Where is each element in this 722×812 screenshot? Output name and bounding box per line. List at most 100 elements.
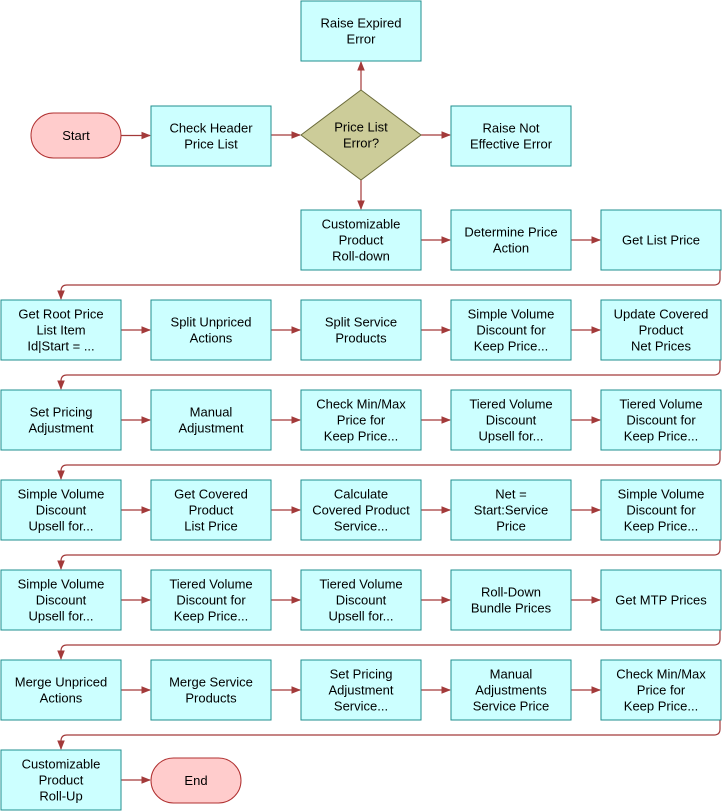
flow-node-set-adj-service: Set PricingAdjustmentService... [300, 659, 422, 721]
node-label-line: Adjustment [178, 421, 243, 436]
node-label-line: Product [39, 773, 84, 788]
flow-node-end: End [150, 757, 242, 804]
node-label-line: Products [335, 331, 387, 346]
node-label-line: Simple Volume [618, 487, 705, 502]
node-label-line: Simple Volume [468, 307, 555, 322]
node-label-line: Keep Price... [474, 339, 548, 354]
node-label-line: Adjustment [328, 683, 393, 698]
process-box [600, 209, 722, 271]
node-label-line: Upsell for... [28, 609, 93, 624]
process-box [600, 389, 722, 451]
node-label-line: Bundle Prices [471, 601, 552, 616]
process-box [450, 479, 572, 541]
process-box [0, 389, 122, 451]
node-label-line: Price List [184, 137, 238, 152]
node-label-line: Service Price [473, 699, 550, 714]
node-label-line: Discount [336, 593, 387, 608]
node-label-line: Get MTP Prices [615, 593, 707, 608]
node-label-line: Determine Price [464, 225, 557, 240]
node-label-line: Tiered Volume [169, 577, 252, 592]
node-label-line: Customizable [322, 217, 401, 232]
node-label-line: Discount for [626, 503, 696, 518]
node-label-line: Raise Expired [321, 16, 402, 31]
node-label-line: Roll-down [332, 249, 390, 264]
node-label-line: Upsell for... [28, 519, 93, 534]
node-label-line: Start:Service [474, 503, 548, 518]
node-label-line: Roll-Up [39, 789, 82, 804]
node-label-line: Check Min/Max [316, 397, 406, 412]
node-label-line: Tiered Volume [319, 577, 402, 592]
node-label-line: Discount [486, 413, 537, 428]
node-label-line: Tiered Volume [469, 397, 552, 412]
arrow-wrap-upd_covered-to-set_adj [57, 360, 721, 390]
process-box [0, 299, 122, 361]
process-box [300, 569, 422, 631]
node-label-line: Price List [334, 120, 388, 135]
process-box [0, 749, 122, 811]
process-box [150, 659, 272, 721]
node-label-line: Effective Error [470, 137, 553, 152]
process-box [300, 209, 422, 271]
node-label-line: Error [347, 32, 377, 47]
process-box [450, 569, 572, 631]
node-label-line: Manual [490, 667, 533, 682]
node-label-line: Merge Unpriced [15, 675, 108, 690]
arrow-wrap-svd_keep2-to-svd_upsell2 [57, 540, 721, 570]
node-label-line: Price for [637, 683, 686, 698]
node-label-line: Products [185, 691, 237, 706]
node-label-line: Discount [36, 593, 87, 608]
node-label-line: Set Pricing [330, 667, 393, 682]
node-label-line: List Item [36, 323, 85, 338]
node-label-line: Calculate [334, 487, 388, 502]
node-label-line: Roll-Down [481, 585, 541, 600]
process-box [600, 569, 722, 631]
node-label-line: Keep Price... [624, 429, 698, 444]
process-box [450, 389, 572, 451]
node-label-line: Discount for [626, 413, 696, 428]
process-box [600, 659, 722, 721]
node-label-line: Price [496, 519, 526, 534]
node-label-line: Get List Price [622, 233, 700, 248]
node-label-line: Check Header [169, 121, 253, 136]
node-label-line: Actions [40, 691, 83, 706]
node-label-line: Product [339, 233, 384, 248]
process-box [300, 299, 422, 361]
node-label-line: Split Service [325, 315, 397, 330]
node-label-line: Merge Service [169, 675, 253, 690]
decision-diamond [300, 89, 422, 181]
node-label-line: Get Root Price [18, 307, 103, 322]
process-box [600, 479, 722, 541]
node-label-line: Adjustment [28, 421, 93, 436]
node-label-line: Start [62, 128, 90, 143]
process-box [450, 105, 572, 167]
process-box [450, 659, 572, 721]
node-label-line: Get Covered [174, 487, 248, 502]
node-label-line: Customizable [22, 757, 101, 772]
flow-node-start: Start [30, 112, 122, 159]
node-label-line: Set Pricing [30, 405, 93, 420]
arrow-wrap-minmax_keep2-to-cust_rollup [57, 720, 721, 750]
process-box [150, 389, 272, 451]
node-label-line: Id|Start = ... [27, 339, 94, 354]
process-box [300, 389, 422, 451]
terminal-shape [30, 112, 122, 159]
node-label-line: Keep Price... [624, 519, 698, 534]
node-label-line: End [184, 773, 207, 788]
node-label-line: Split Unpriced [171, 315, 252, 330]
